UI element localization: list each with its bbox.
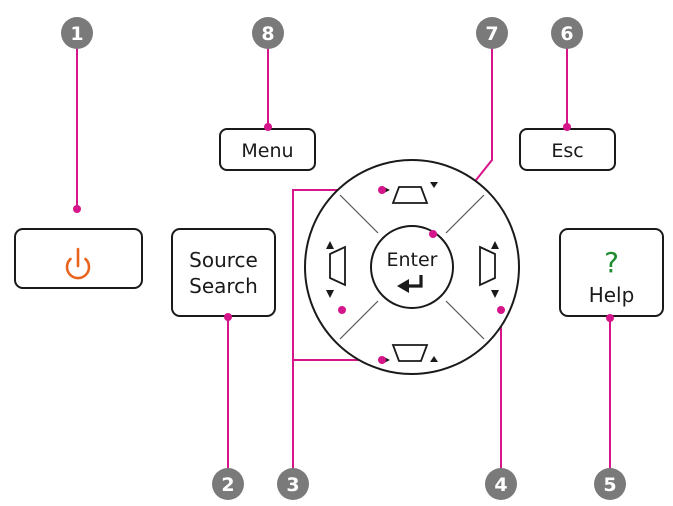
svg-text:4: 4	[494, 474, 507, 496]
svg-text:5: 5	[603, 474, 616, 496]
callout-5: 5	[594, 468, 626, 500]
svg-text:1: 1	[70, 23, 83, 45]
esc-label: Esc	[551, 140, 583, 162]
leader-dot-4a	[338, 306, 346, 314]
leader-dot-7	[429, 230, 437, 238]
leader-dot-5	[606, 314, 614, 322]
help-button[interactable]: ? Help	[559, 228, 664, 317]
keystone-right-button[interactable]	[479, 241, 499, 298]
source-search-label-line1: Source	[189, 248, 258, 272]
source-search-button[interactable]: Source Search	[171, 228, 276, 317]
leader-dot-8	[264, 123, 272, 131]
enter-label: Enter	[387, 249, 438, 271]
svg-text:2: 2	[221, 474, 234, 496]
svg-text:7: 7	[485, 23, 498, 45]
keystone-right-icon	[479, 241, 499, 298]
svg-text:8: 8	[261, 23, 274, 45]
keystone-left-icon	[326, 241, 346, 298]
callout-4: 4	[485, 468, 517, 500]
leader-dot-4b	[497, 306, 505, 314]
callout-6: 6	[551, 17, 583, 49]
power-button[interactable]	[14, 228, 143, 289]
menu-button[interactable]: Menu	[219, 128, 316, 171]
keystone-left-button[interactable]	[326, 241, 346, 298]
help-question-icon: ?	[604, 246, 619, 279]
esc-button[interactable]: Esc	[519, 128, 616, 171]
callout-3: 3	[277, 468, 309, 500]
callout-7: 7	[476, 17, 508, 49]
callout-8: 8	[252, 17, 284, 49]
svg-text:3: 3	[286, 474, 299, 496]
callout-2: 2	[212, 468, 244, 500]
leader-dot-3b	[378, 356, 386, 364]
return-arrow-icon	[397, 275, 423, 293]
leader-dot-3a	[378, 186, 386, 194]
svg-text:6: 6	[560, 23, 573, 45]
callout-1: 1	[61, 17, 93, 49]
direction-pad: Enter	[304, 159, 520, 375]
leader-dot-6	[563, 123, 571, 131]
menu-label: Menu	[241, 140, 293, 162]
leader-dot-2	[224, 313, 232, 321]
leader-dots	[73, 123, 614, 364]
power-icon	[65, 247, 91, 280]
help-label: Help	[589, 283, 635, 307]
source-search-label-line2: Search	[189, 274, 258, 298]
enter-button[interactable]: Enter	[370, 225, 454, 309]
leader-dot-1	[73, 205, 81, 213]
callout-markers: 1 8 7 6 2 3 4 5	[61, 17, 626, 500]
